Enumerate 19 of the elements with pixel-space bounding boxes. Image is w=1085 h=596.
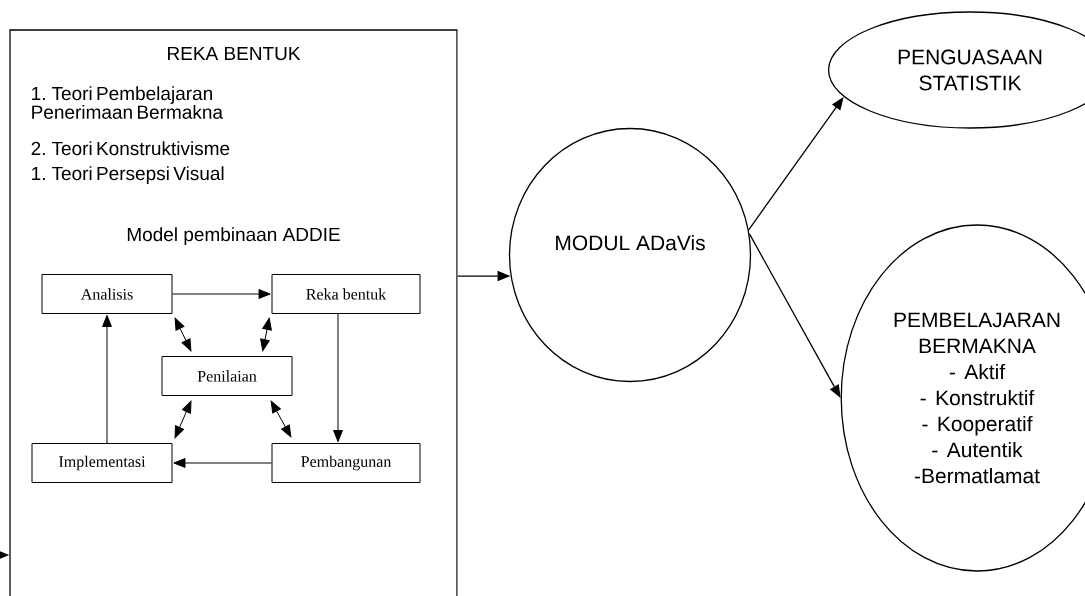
arrow <box>102 314 112 444</box>
section-heading: Model pembinaan ADDIE <box>127 227 340 245</box>
arrow <box>748 233 841 398</box>
process-box: Analisis <box>41 274 173 314</box>
arrow <box>174 317 192 352</box>
arrow <box>172 289 271 299</box>
arrow <box>333 313 343 443</box>
arrow <box>173 458 272 468</box>
process-box: Reka bentuk <box>271 274 421 314</box>
process-box: Pembangunan <box>271 443 421 483</box>
process-box: Penilaian <box>161 356 293 396</box>
process-box: Implementasi <box>31 443 173 483</box>
arrow <box>260 317 272 352</box>
list-item: 2. Teori Konstruktivisme <box>31 141 230 156</box>
list-item: 1. Teori Pembelajaran Penerimaan Bermakna <box>32 86 223 119</box>
list-item: 1. Teori Persepsi Visual <box>32 166 224 184</box>
panel-heading: REKA BENTUK <box>168 46 301 61</box>
arrow <box>174 400 192 439</box>
arrow <box>270 400 292 438</box>
